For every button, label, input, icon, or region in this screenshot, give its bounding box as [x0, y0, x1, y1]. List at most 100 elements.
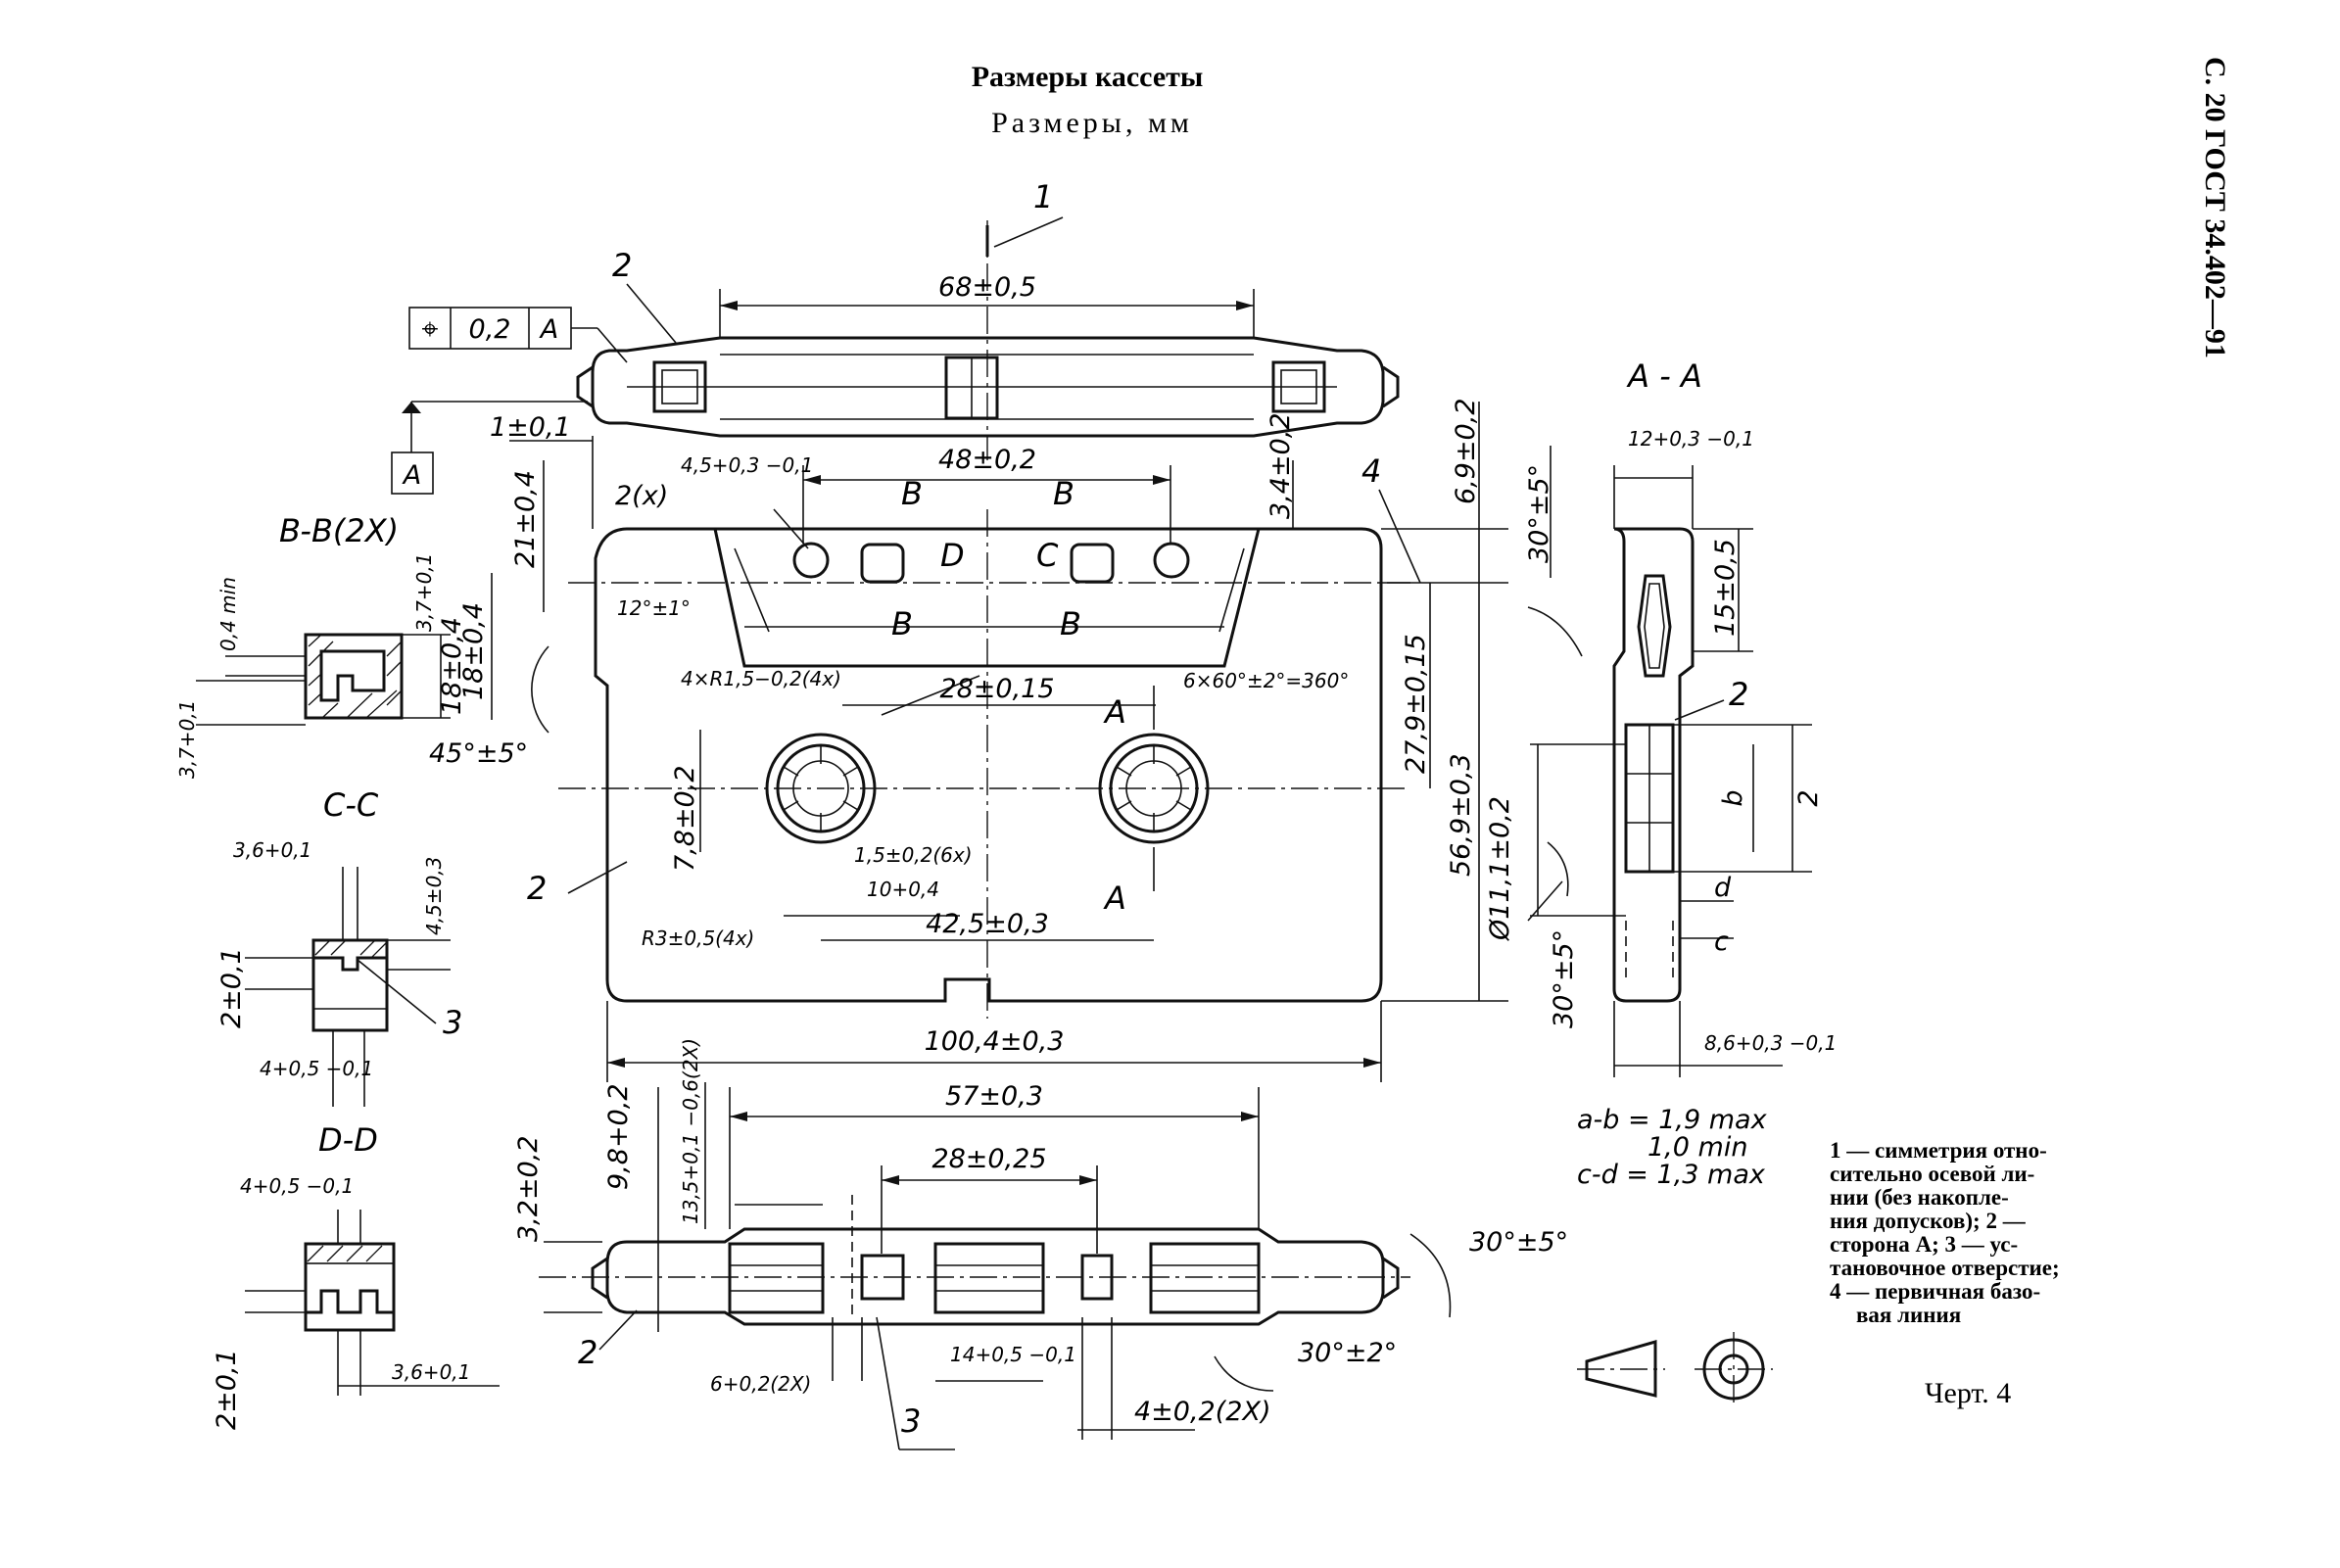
dim-30-2: 30°±2° — [1298, 1338, 1397, 1368]
dim-13-5: 13,5+0,1 −0,6(2X) — [679, 1038, 702, 1224]
top-view: 1 68±0,5 2 ⌖ 0,2 A A — [391, 178, 1400, 495]
dim-1: 1±0,1 — [490, 412, 571, 443]
dim-aa-30a: 30°±5° — [1524, 464, 1554, 563]
dim-bb-0-4: 0,4 min — [216, 577, 240, 651]
dim-45deg: 45°±5° — [429, 738, 528, 769]
section-mark-b-right-low: B — [1060, 605, 1081, 642]
dim-r3: R3±0,5(4x) — [642, 927, 754, 950]
callout-2-top: 2 — [612, 247, 632, 284]
legend: 1 — симметрия отно- сительно осевой ли- … — [1830, 1138, 2060, 1327]
callout-3-cc: 3 — [443, 1004, 462, 1041]
callout-aa-2: 2 — [1729, 676, 1748, 713]
datum-a-label: A — [402, 460, 421, 491]
dim-aa-12: 12+0,3 −0,1 — [1628, 427, 1754, 451]
callout-3-bottom: 3 — [901, 1402, 921, 1440]
page-subtitle: Размеры, мм — [991, 107, 1193, 139]
dim-4-5: 4,5+0,3 −0,1 — [681, 453, 813, 477]
section-mark-a-bottom: A — [1103, 879, 1126, 917]
dim-28-15: 28±0,15 — [939, 674, 1054, 704]
section-mark-b-left-low: B — [891, 605, 913, 642]
callout-2-front: 2 — [527, 870, 547, 907]
front-view: 1±0,1 48±0,2 4,5+0,3 −0,1 2(x) B B B B D… — [429, 398, 1508, 1082]
legend-line-6: тановочное отверстие; — [1830, 1256, 2060, 1280]
dim-cc-2: 2±0,1 — [216, 947, 247, 1028]
left-spool-hub — [765, 733, 877, 844]
dim-6-2x: 6+0,2(2X) — [710, 1372, 811, 1396]
dim-57: 57±0,3 — [945, 1081, 1043, 1112]
dim-4xr: 4×R1,5−0,2(4x) — [681, 667, 841, 690]
section-cc: C-C 3,6+0,1 4,5±0,3 2±0,1 4+0,5 −0,1 3 — [216, 786, 462, 1107]
callout-4: 4 — [1361, 452, 1381, 490]
figure-label: Черт. 4 — [1925, 1377, 2011, 1409]
dim-cc-4-5: 4,5±0,3 — [422, 857, 446, 935]
formula-ab-max: a-b = 1,9 max — [1577, 1105, 1768, 1135]
dim-dd-3-6: 3,6+0,1 — [392, 1360, 470, 1384]
section-mark-b-right: B — [1053, 475, 1074, 512]
dim-4-2x: 4±0,2(2X) — [1134, 1397, 1270, 1427]
dim-cc-4: 4+0,5 −0,1 — [260, 1057, 373, 1080]
projection-symbol-icon — [1577, 1332, 1773, 1406]
dim-27-9: 27,9±0,15 — [1401, 634, 1431, 774]
dim-3-2: 3,2±0,2 — [513, 1135, 544, 1242]
section-dd: D-D 4+0,5 −0,1 2±0,1 3,6+0,1 — [212, 1121, 500, 1430]
page-reference: С. 20 ГОСТ 34.402—91 — [2199, 57, 2231, 358]
position-tolerance-icon: ⌖ — [422, 312, 439, 347]
section-mark-a-top: A — [1103, 693, 1126, 731]
dim-42-5: 42,5±0,3 — [926, 909, 1049, 939]
callout-2-bottom: 2 — [578, 1334, 597, 1371]
dim-cc-3-6: 3,6+0,1 — [233, 838, 311, 862]
dim-3-4: 3,4±0,2 — [1266, 412, 1296, 519]
bottom-view: 57±0,3 28±0,25 3,2±0,2 9,8+0,2 13,5+0,1 … — [513, 1038, 1568, 1450]
right-spool-hub — [1098, 733, 1210, 844]
legend-line-5: сторона A; 3 — ус- — [1830, 1232, 2018, 1257]
legend-line-2: сительно осевой ли- — [1830, 1162, 2034, 1186]
dim-28-25: 28±0,25 — [931, 1144, 1046, 1174]
legend-line-8: вая линия — [1856, 1303, 1961, 1327]
section-aa-title: A - A — [1626, 357, 1702, 395]
legend-line-7: 4 — первичная базо- — [1830, 1279, 2040, 1304]
dim-aa-c: c — [1714, 927, 1729, 957]
dim-6x60: 6×60°±2°=360° — [1183, 669, 1349, 692]
section-bb: B-B(2X) 0,4 min 3,7+0,1 18±0,4 3,7+0,1 — [175, 512, 467, 779]
dim-100-4: 100,4±0,3 — [925, 1026, 1065, 1057]
section-mark-c: C — [1036, 537, 1059, 574]
callout-2x: 2(x) — [615, 481, 668, 511]
legend-line-4: ния допусков); 2 — — [1830, 1209, 2027, 1233]
dim-bb-3-7a: 3,7+0,1 — [175, 700, 199, 779]
dim-30-5-bottom: 30°±5° — [1469, 1227, 1568, 1258]
section-dd-title: D-D — [318, 1121, 378, 1159]
page-title: Размеры кассеты — [972, 61, 1204, 93]
dim-aa-d: d — [1714, 873, 1732, 903]
dim-aa-15: 15±0,5 — [1710, 539, 1741, 637]
dim-21: 21±0,4 — [510, 470, 541, 568]
legend-line-1: 1 — симметрия отно- — [1830, 1138, 2047, 1163]
legend-line-3: нии (без накопле- — [1830, 1185, 2009, 1210]
section-mark-b-left: B — [901, 475, 923, 512]
section-aa: A - A 12+0,3 −0,1 15±0,5 30°±5° 2 2 b Ø1… — [1485, 357, 1837, 1190]
dim-48: 48±0,2 — [938, 445, 1036, 475]
dim-dd-4: 4+0,5 −0,1 — [240, 1174, 354, 1198]
section-bb-title: B-B(2X) — [279, 512, 399, 549]
dim-9-8: 9,8+0,2 — [603, 1083, 634, 1190]
dim-56-9: 56,9±0,3 — [1446, 753, 1476, 877]
dim-dd-2: 2±0,1 — [212, 1349, 242, 1430]
dim-12deg: 12°±1° — [617, 596, 691, 620]
callout-1: 1 — [1033, 178, 1053, 215]
dim-6-9: 6,9±0,2 — [1451, 398, 1481, 504]
dim-10: 10+0,4 — [867, 878, 939, 901]
formula-ab-min: 1,0 min — [1648, 1132, 1747, 1163]
dim-bb-18: 18±0,4 — [437, 617, 467, 715]
dim-1-5: 1,5±0,2(6x) — [854, 843, 973, 867]
dim-18: 18±0,4 — [458, 602, 489, 700]
dim-aa-30b: 30°±5° — [1549, 929, 1579, 1028]
dim-68: 68±0,5 — [938, 272, 1036, 303]
tolerance-datum: A — [539, 314, 558, 345]
dim-aa-b: b — [1718, 789, 1748, 806]
dim-14: 14+0,5 −0,1 — [950, 1343, 1076, 1366]
dim-bb-3-7b: 3,7+0,1 — [412, 553, 436, 632]
formula-cd-max: c-d = 1,3 max — [1577, 1160, 1766, 1190]
dim-aa-8-6: 8,6+0,3 −0,1 — [1704, 1031, 1837, 1055]
dim-7-8: 7,8±0,2 — [670, 765, 700, 872]
dim-aa-2-vert: 2 — [1793, 789, 1824, 806]
